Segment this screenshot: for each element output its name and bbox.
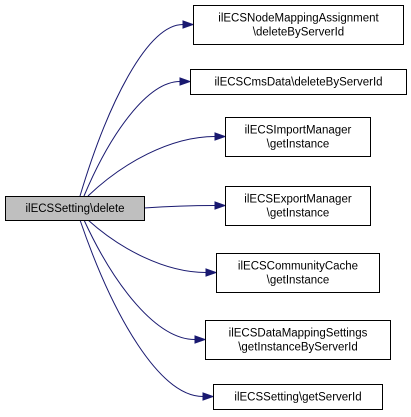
call-edge: [79, 24, 184, 197]
node-callee-6-label-line: \getInstanceByServerId: [238, 342, 358, 354]
node-callee-2-box: [190, 69, 407, 95]
edges-layer: [79, 20, 227, 401]
arrowhead-icon: [214, 201, 227, 210]
arrowhead-icon: [202, 392, 215, 401]
node-callee-1-box: [193, 5, 404, 45]
node-callee-5-label-line: ilECSCommunityCache: [238, 261, 358, 273]
arrowhead-icon: [214, 132, 227, 141]
node-callee-4-label-line: ilECSExportManager: [244, 194, 352, 206]
node-callee-5-label-line: \getInstance: [267, 275, 330, 287]
node-callee-5[interactable]: ilECSCommunityCache \getInstance: [216, 253, 380, 293]
node-callee-1-label-line: ilECSNodeMappingAssignment: [218, 13, 379, 25]
nodes-layer: ilECSSetting\delete ilECSNodeMappingAssig…: [5, 5, 407, 410]
node-root-box: [5, 196, 145, 221]
node-callee-2[interactable]: ilECSCmsData\deleteByServerId: [190, 69, 407, 95]
node-callee-3-box: [225, 117, 371, 157]
arrowhead-icon: [194, 335, 207, 344]
node-callee-4[interactable]: ilECSExportManager \getInstance: [225, 186, 371, 226]
node-callee-4-label-line: \getInstance: [267, 208, 330, 220]
node-callee-6-box: [205, 320, 391, 360]
node-callee-1-label-line: \deleteByServerId: [253, 27, 344, 39]
node-callee-6[interactable]: ilECSDataMappingSettings \getInstanceBySe…: [205, 320, 391, 360]
node-callee-5-box: [216, 253, 380, 293]
call-edge: [143, 205, 216, 209]
node-callee-1[interactable]: ilECSNodeMappingAssignment \deleteByServe…: [193, 5, 404, 45]
node-callee-4-box: [225, 186, 371, 226]
arrowhead-icon: [182, 20, 195, 29]
node-callee-7-label-line: ilECSSetting\getServerId: [234, 392, 361, 404]
call-edge: [83, 81, 181, 197]
node-root[interactable]: ilECSSetting\delete: [5, 196, 145, 221]
node-callee-7[interactable]: ilECSSetting\getServerId: [213, 384, 383, 410]
call-edge: [87, 219, 207, 273]
call-edge: [79, 219, 204, 397]
node-root-label-line: ilECSSetting\delete: [25, 203, 124, 215]
node-callee-2-label-line: ilECSCmsData\deleteByServerId: [214, 77, 382, 89]
call-edge: [87, 136, 216, 197]
arrowhead-icon: [179, 77, 192, 86]
node-callee-3-label-line: \getInstance: [267, 139, 330, 151]
node-callee-3[interactable]: ilECSImportManager \getInstance: [225, 117, 371, 157]
call-edge: [83, 219, 196, 340]
node-callee-7-box: [213, 384, 383, 410]
arrowhead-icon: [205, 268, 218, 277]
node-callee-3-label-line: ilECSImportManager: [245, 125, 352, 137]
node-callee-6-label-line: ilECSDataMappingSettings: [229, 328, 368, 340]
